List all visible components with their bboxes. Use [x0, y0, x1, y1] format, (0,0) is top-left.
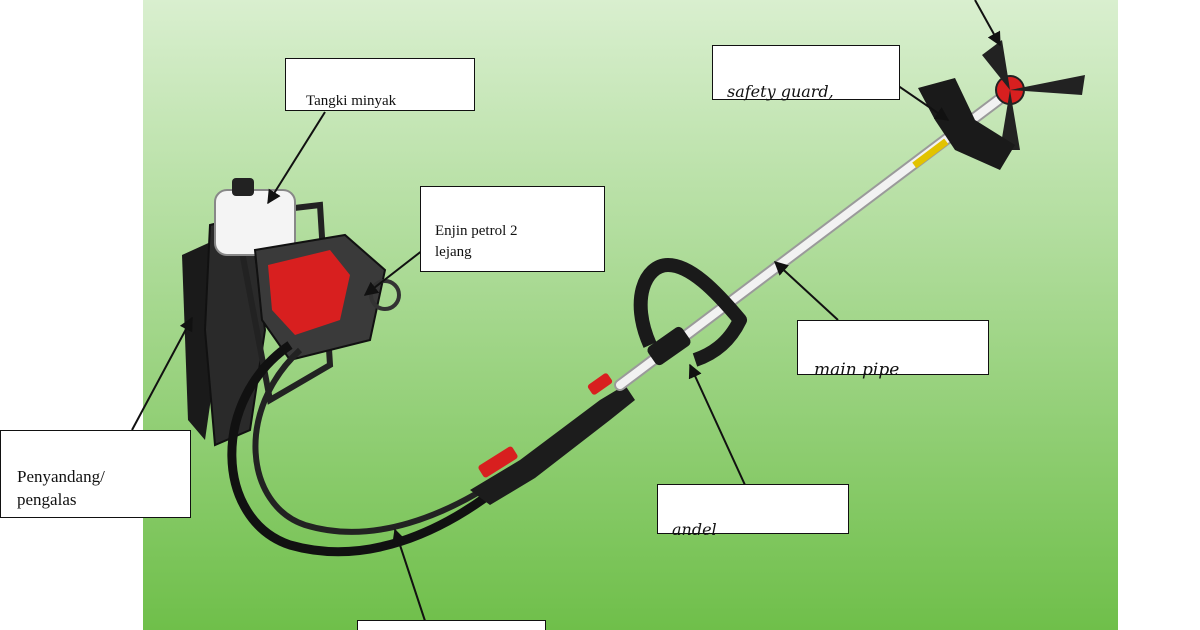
arrow-harness	[131, 316, 193, 431]
arrow-main-pipe	[773, 261, 839, 321]
arrow-engine	[363, 249, 424, 296]
arrow-handle	[688, 363, 746, 486]
label-fuel-tank-text: Tangki minyak	[306, 93, 397, 110]
arrow-hose	[392, 528, 429, 630]
handle-clamp	[647, 326, 691, 366]
arrow-blade	[974, 0, 1001, 47]
label-harness-text: Penyandang/ pengalas	[17, 466, 105, 509]
label-safety-guard: safety guard,	[712, 45, 900, 101]
fuel-cap	[232, 178, 254, 196]
throttle-trigger	[478, 446, 518, 478]
loop-handle	[633, 258, 747, 367]
label-fuel-tank: Tangki minyak	[285, 58, 475, 111]
throttle-switch	[587, 373, 613, 395]
label-main-pipe: main pipe	[797, 320, 989, 380]
label-harness: Penyandang/ pengalas	[0, 430, 191, 518]
label-handle: andel	[657, 484, 849, 539]
arrow-tank	[267, 111, 326, 205]
label-handle-text: andel	[672, 519, 717, 539]
throttle-grip	[470, 385, 635, 505]
pipe-decal	[912, 138, 949, 169]
cutting-blade	[982, 40, 1085, 150]
flexible-hose-outer	[227, 341, 523, 557]
safety-guard-shape	[918, 78, 1015, 170]
label-engine: Enjin petrol 2 lejang	[420, 186, 605, 272]
engine-cover-red	[268, 250, 350, 335]
label-hose-box	[357, 620, 546, 630]
flexible-hose-inner	[252, 347, 522, 535]
label-engine-text: Enjin petrol 2 lejang	[435, 223, 518, 260]
label-safety-guard-text: safety guard,	[727, 81, 834, 101]
label-main-pipe-text: main pipe	[814, 359, 900, 380]
